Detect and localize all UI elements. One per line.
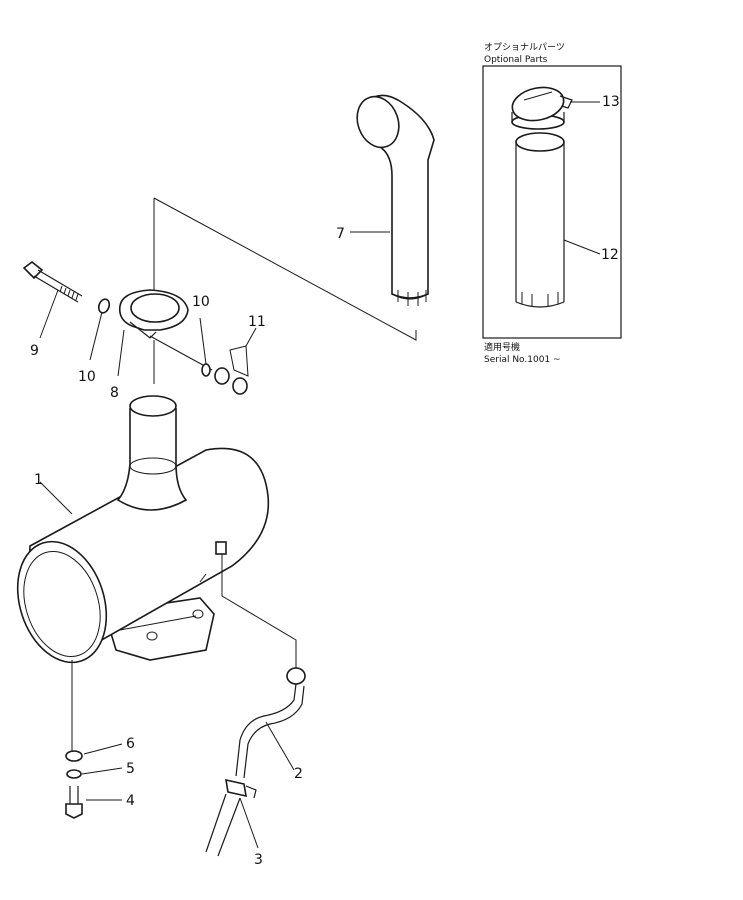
callout-5: 5 [126, 761, 135, 777]
clamp-part-8 [118, 289, 189, 339]
washer-part-10-left [97, 298, 111, 314]
leader-10-left [89, 311, 103, 361]
leader-9 [39, 289, 59, 339]
bolt-part-4 [65, 786, 83, 819]
optional-parts-label-jp: オプショナルパーツ [484, 42, 565, 53]
guide-line-diagonal [153, 197, 417, 341]
optional-parts-frame [482, 65, 622, 339]
callout-3: 3 [254, 852, 263, 868]
hose-clamp-part-3 [205, 778, 257, 857]
callout-6: 6 [126, 736, 135, 752]
leader-6 [83, 743, 123, 755]
washer-part-10-right [201, 363, 211, 377]
drain-tube-part-2 [235, 667, 306, 779]
serial-label-en: Serial No.1001 ~ [484, 355, 561, 365]
leader-11 [245, 327, 257, 347]
lock-washer-part-5 [66, 769, 82, 779]
leader-5 [81, 767, 123, 775]
callout-2: 2 [294, 766, 303, 782]
serial-label-jp: 適用号機 [484, 341, 520, 353]
washer-part-6 [65, 750, 83, 762]
callout-10-right: 10 [192, 294, 210, 310]
callout-4: 4 [126, 793, 135, 809]
callout-11: 11 [248, 314, 266, 330]
leader-2 [265, 721, 295, 771]
guide-line-nut-axis [149, 335, 213, 371]
callout-9: 9 [30, 343, 39, 359]
muffler-part-1 [16, 395, 297, 668]
callout-13: 13 [602, 94, 620, 110]
callout-7: 7 [336, 226, 345, 242]
callout-12: 12 [601, 247, 619, 263]
exhaust-tip-part-7 [356, 94, 435, 306]
nuts-part-11 [214, 345, 249, 395]
leader-1 [39, 481, 73, 515]
rain-cap-part-13 [511, 86, 573, 130]
callout-1: 1 [34, 472, 43, 488]
bolt-part-9 [22, 260, 83, 303]
leader-3 [239, 797, 259, 849]
callout-10-left: 10 [78, 369, 96, 385]
leader-10-right [199, 317, 207, 365]
leader-12 [563, 239, 601, 255]
callout-8: 8 [110, 385, 119, 401]
optional-parts-label-en: Optional Parts [484, 55, 548, 65]
leader-8 [117, 329, 125, 377]
extension-pipe-part-12 [515, 132, 565, 308]
